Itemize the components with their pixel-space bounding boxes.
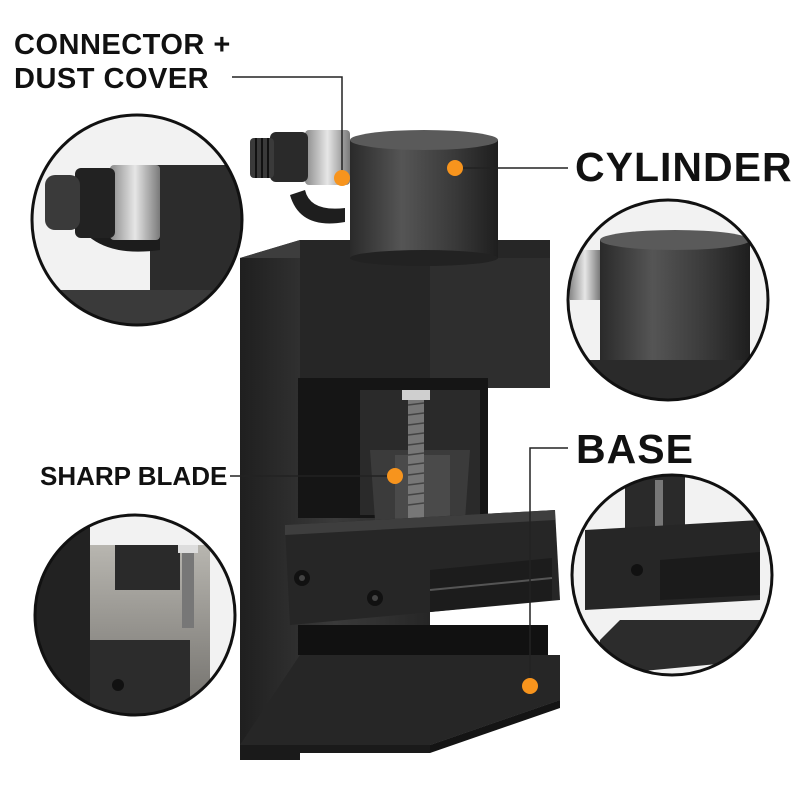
cylinder-part (350, 130, 498, 266)
detail-circle-base (570, 473, 774, 677)
leader-lines (230, 76, 568, 686)
label-connector-line1: CONNECTOR + (14, 29, 231, 61)
label-cylinder: CYLINDER (575, 144, 793, 190)
orange-dot-marker-icon (447, 160, 463, 176)
markers (334, 160, 538, 694)
detail-circle-blade (33, 513, 237, 717)
leader-line-connector (232, 76, 343, 178)
orange-dot-marker-icon (334, 170, 350, 186)
connector-part (250, 130, 350, 224)
detail-circle-connector (30, 113, 244, 327)
label-base: BASE (576, 426, 694, 472)
tool-body (240, 240, 560, 760)
label-connector-line2: DUST COVER (14, 63, 210, 95)
label-sharp-blade: SHARP BLADE (40, 461, 228, 491)
label-connector-dust-cover: CONNECTOR + DUST COVER (14, 28, 231, 96)
orange-dot-marker-icon (387, 468, 403, 484)
leader-line-base (529, 447, 568, 686)
detail-circle-cylinder (566, 198, 770, 402)
orange-dot-marker-icon (522, 678, 538, 694)
